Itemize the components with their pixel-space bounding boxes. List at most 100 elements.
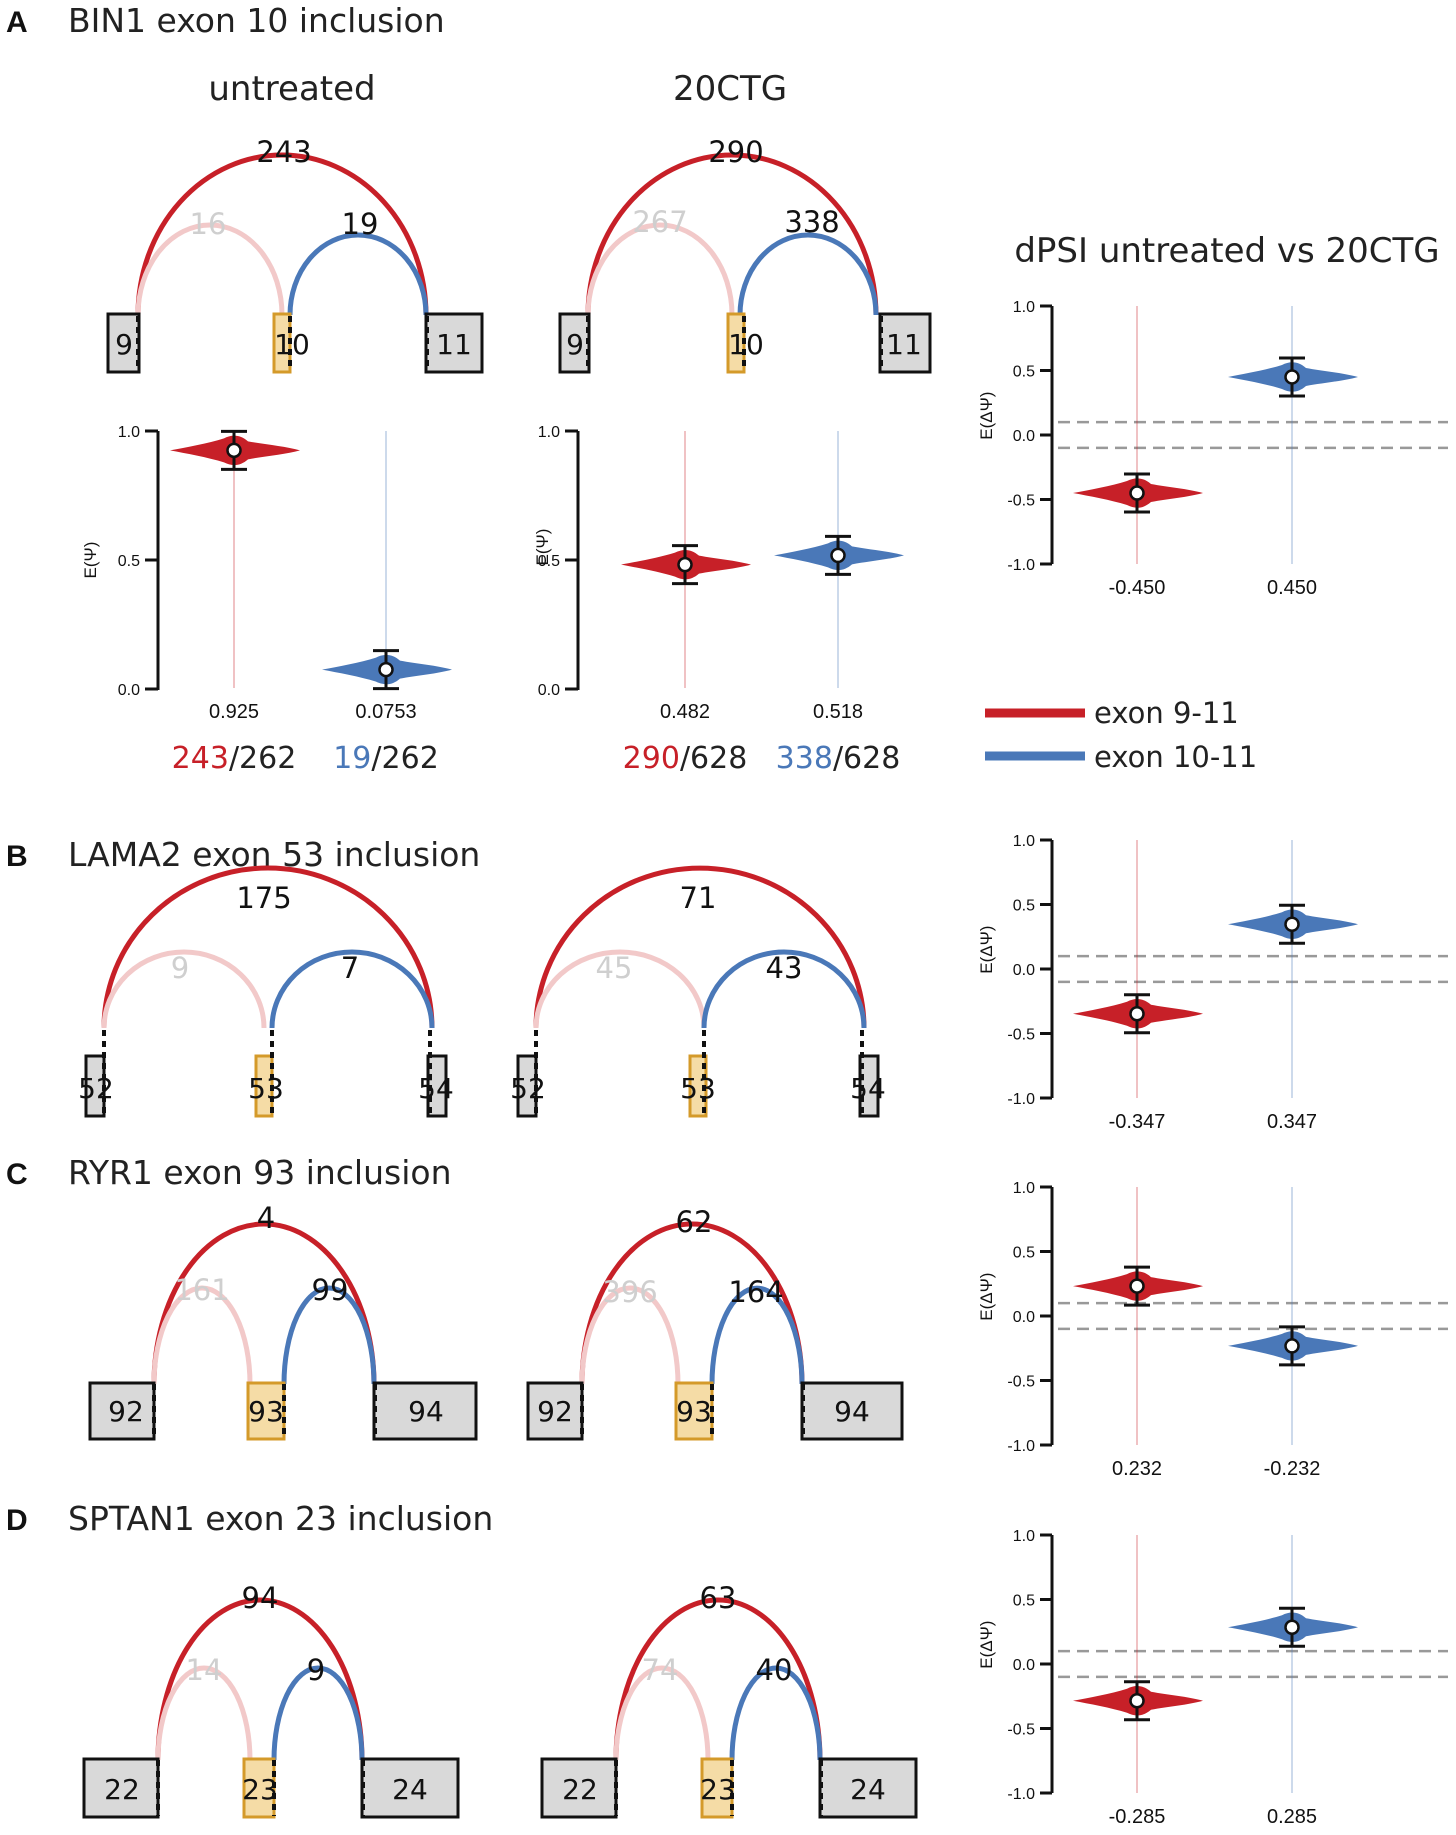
exon-label-alternative: 23 [242, 1773, 278, 1806]
junction-inc-left-count: 16 [190, 207, 227, 241]
dpsi-tick-label: -0.5 [1007, 1027, 1035, 1044]
median-point [378, 661, 394, 678]
dpsi-tick-label: -1.0 [1007, 1091, 1035, 1108]
psi-value-label: 0.925 [209, 701, 259, 723]
psi-violin-skip [621, 431, 751, 688]
junction-inclusion-left-arc [151, 1285, 253, 1385]
median-point [226, 442, 242, 459]
dpsi-tick-label: 0.5 [1013, 1593, 1035, 1610]
splice-graph-c-untreated: 4 161 99 92 93 94 [88, 1201, 478, 1441]
exon-box-right [878, 312, 932, 374]
dpsi-tick-label: 1.0 [1013, 299, 1035, 316]
exon-label-right: 54 [418, 1072, 454, 1105]
dpsi-value-label: 0.285 [1267, 1806, 1317, 1828]
junction-skip-count: 71 [680, 881, 717, 915]
junction-inc-left-count: 45 [596, 951, 633, 985]
junction-skip-arc [135, 152, 429, 316]
junction-inclusion-right-arc [737, 232, 879, 316]
median-point [1284, 369, 1300, 385]
splice-graph-b-20ctg: 71 45 43 52 53 54 [510, 865, 886, 1118]
junction-inclusion-left-arc [533, 949, 707, 1029]
junction-inclusion-right-arc [271, 1665, 365, 1761]
legend-label-inclusion: exon 10-11 [1094, 740, 1257, 774]
psi-tick-label: 0.0 [118, 682, 140, 699]
median-point [1284, 1338, 1300, 1354]
junction-inclusion-left-arc [135, 222, 285, 316]
psi-tick-label: 0.5 [118, 553, 140, 570]
junction-inclusion-right-arc [269, 949, 435, 1029]
exon-box-right [424, 312, 484, 374]
dpsi-tick-label: 0.0 [1013, 1657, 1035, 1674]
psi-tick-label: 1.0 [118, 424, 140, 441]
junction-inc-left-count: 267 [632, 205, 687, 239]
junction-inc-right-count: 19 [342, 207, 379, 241]
exon-label-alternative: 93 [248, 1395, 284, 1428]
exon-box-right [800, 1381, 904, 1441]
dpsi-tick-label: 0.0 [1013, 428, 1035, 445]
dpsi-tick-label: 0.0 [1013, 962, 1035, 979]
psi-tick-label: 0.5 [538, 553, 560, 570]
junction-skip-count: 243 [256, 135, 311, 169]
dpsi-value-label: -0.232 [1264, 1458, 1321, 1480]
dpsi-plot-c: -1.0-0.50.00.51.0E(ΔΨ)0.232-0.232 [977, 1180, 1448, 1480]
psi-plot-untreated: 1.0 0.5 0.0 E(Ψ) 0.925 0.0753 243/262 19… [81, 424, 452, 776]
dpsi-value-label: -0.347 [1109, 1111, 1166, 1133]
junction-skip-arc [101, 865, 435, 1029]
median-point [1129, 1693, 1145, 1709]
dpsi-title: dPSI untreated vs 20CTG [1014, 231, 1439, 271]
psi-ratio-inclusion: 19/262 [333, 741, 439, 776]
junction-inc-right-count: 164 [728, 1275, 783, 1309]
splice-graph-d-untreated: 94 14 9 22 23 24 [82, 1581, 460, 1819]
exon-label-right: 24 [850, 1773, 886, 1806]
junction-inclusion-left-arc [613, 1665, 711, 1761]
splice-graph-a-untreated: 243 16 19 9 10 11 [106, 135, 484, 374]
exon-label-alternative: 53 [248, 1072, 284, 1105]
exon-label-right: 94 [408, 1395, 444, 1428]
junction-inclusion-right-arc [287, 232, 429, 316]
splice-graph-a-20ctg: 290 267 338 9 10 11 [558, 135, 932, 374]
exon-box-alternative [674, 1381, 714, 1441]
dpsi-tick-label: -1.0 [1007, 1786, 1035, 1803]
junction-inclusion-left-arc [101, 949, 267, 1029]
junction-inclusion-right-arc [709, 1285, 805, 1385]
junction-inc-right-count: 7 [341, 951, 359, 985]
junction-inc-left-count: 14 [186, 1653, 223, 1687]
dpsi-violin-skip [1073, 840, 1203, 1098]
dpsi-violin-inclusion [1228, 1535, 1358, 1793]
psi-value-label: 0.482 [660, 701, 710, 723]
panel-title-d: SPTAN1 exon 23 inclusion [68, 1499, 493, 1538]
median-point [1129, 485, 1145, 501]
exon-label-alternative: 23 [700, 1773, 736, 1806]
junction-skip-count: 290 [708, 135, 763, 169]
psi-value-label: 0.0753 [355, 701, 416, 723]
psi-tick-label: 1.0 [538, 424, 560, 441]
median-point [1129, 1278, 1145, 1294]
junction-skip-count: 4 [257, 1201, 275, 1235]
median-point [1129, 1006, 1145, 1022]
junction-inclusion-left-arc [155, 1665, 253, 1761]
median-point [677, 556, 693, 573]
psi-y-label: E(Ψ) [533, 529, 552, 566]
exon-label-left: 92 [108, 1395, 144, 1428]
exon-label-left: 52 [78, 1072, 114, 1105]
junction-skip-arc [533, 865, 867, 1029]
dpsi-y-label: E(ΔΨ) [977, 392, 996, 440]
dpsi-violin-inclusion [1228, 306, 1358, 564]
exon-box-left [82, 1757, 160, 1819]
dpsi-y-label: E(ΔΨ) [977, 926, 996, 974]
junction-inc-right-count: 338 [784, 205, 839, 239]
dpsi-tick-label: -0.5 [1007, 493, 1035, 510]
condition-title-untreated: untreated [208, 69, 375, 109]
junction-skip-arc [151, 1221, 377, 1385]
dpsi-tick-label: 0.0 [1013, 1309, 1035, 1326]
junction-skip-count: 94 [242, 1581, 279, 1615]
dpsi-y-label: E(ΔΨ) [977, 1621, 996, 1669]
psi-violins-untreated [170, 429, 452, 691]
panel-label-d: D [6, 1504, 28, 1537]
splice-graph-b-untreated: 175 9 7 52 53 54 [78, 865, 454, 1118]
psi-value-label: 0.518 [813, 701, 863, 723]
exon-label-left: 22 [562, 1773, 598, 1806]
dpsi-violin-inclusion [1228, 1187, 1358, 1445]
